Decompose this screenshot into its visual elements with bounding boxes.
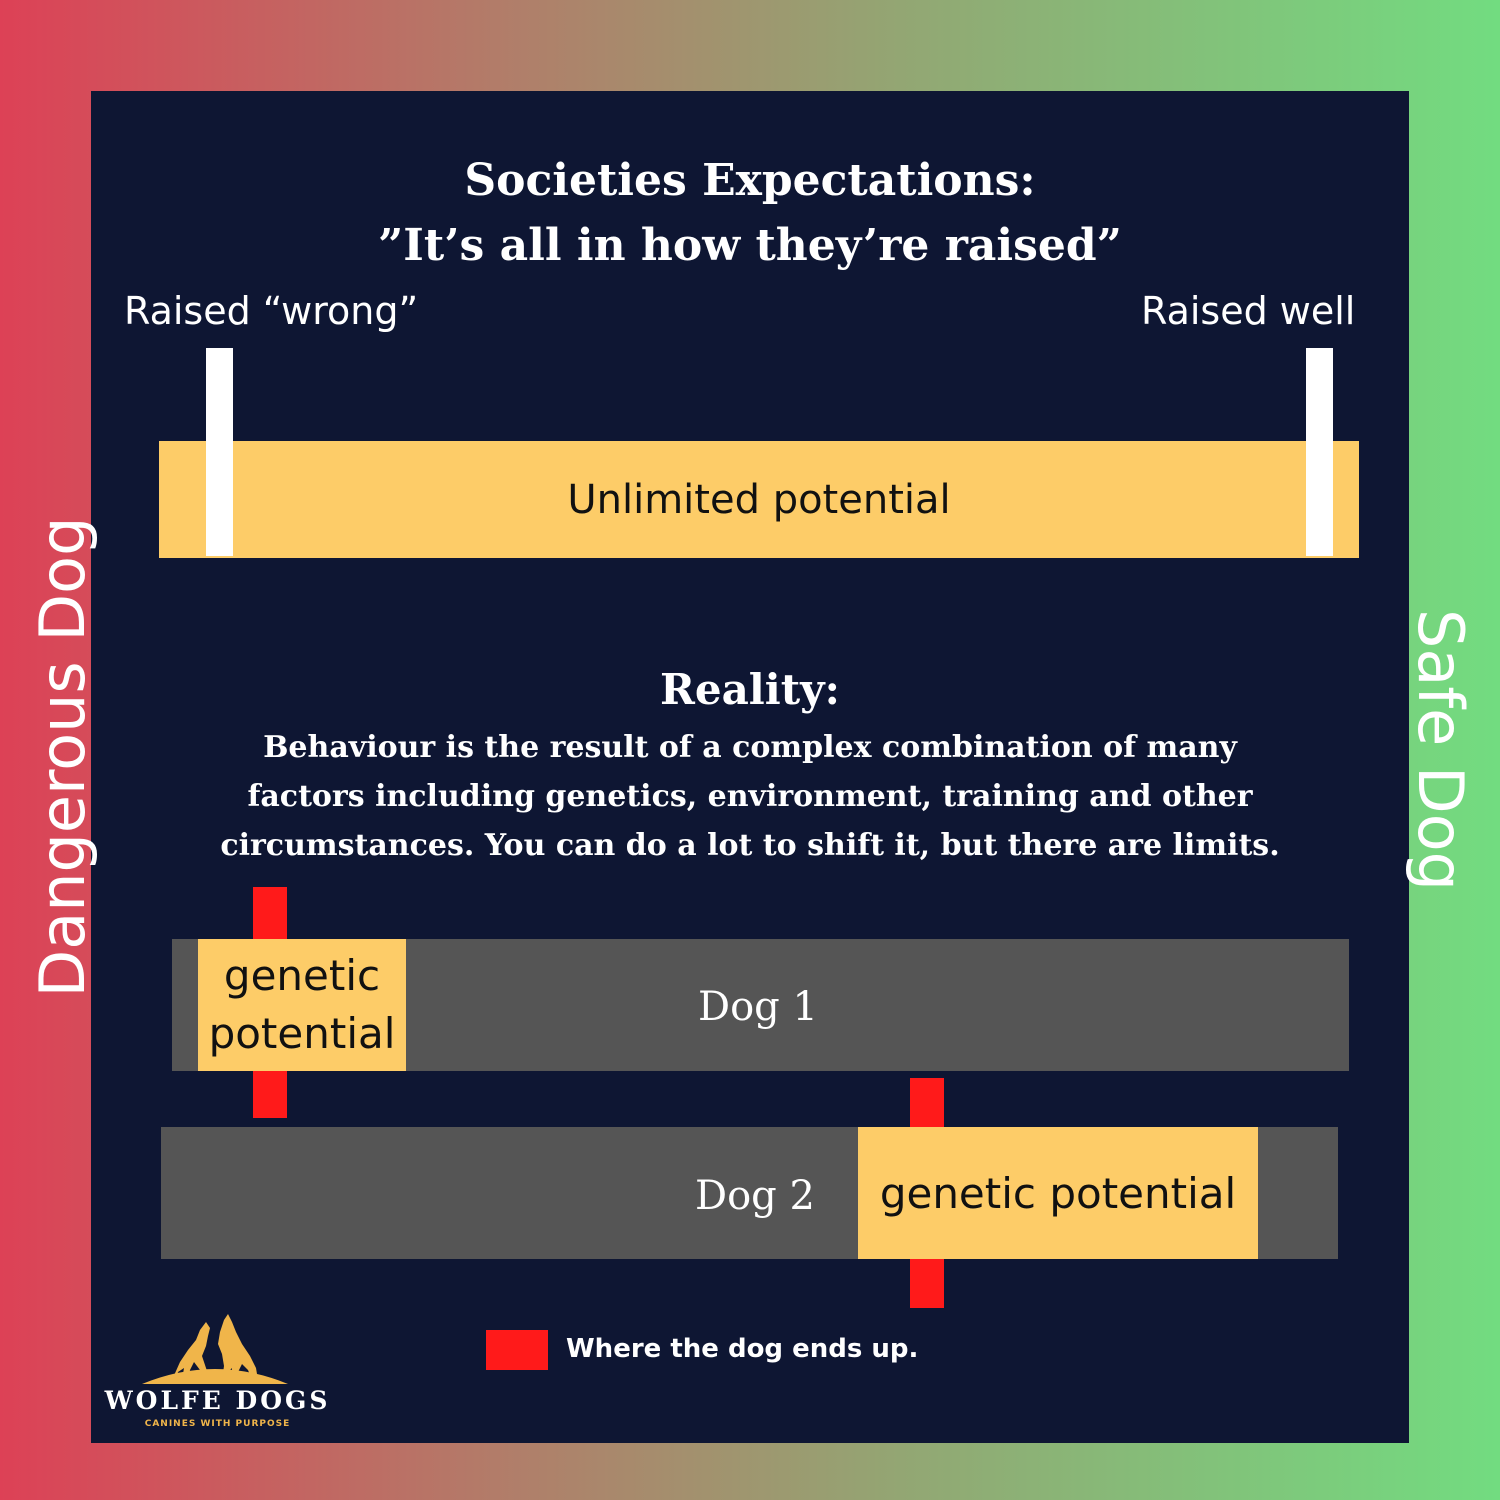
legend-swatch <box>486 1330 548 1370</box>
dog1-label: Dog 1 <box>698 984 818 1030</box>
dangerous-dog-label: Dangerous Dog <box>26 516 99 998</box>
dog2-label: Dog 2 <box>695 1173 815 1219</box>
raised-wrong-marker <box>206 348 233 556</box>
expectations-quote: ”It’s all in how they’re raised” <box>378 220 1122 271</box>
raised-wrong-label: Raised “wrong” <box>124 289 419 333</box>
reality-title: Reality: <box>659 665 841 714</box>
logo-wordmark: WOLFE DOGS <box>104 1386 331 1415</box>
raised-well-label: Raised well <box>1141 289 1356 333</box>
reality-description: Behaviour is the result of a complex com… <box>220 730 1280 863</box>
wolf-logo-icon <box>142 1314 288 1384</box>
expectations-title: Societies Expectations: <box>464 155 1036 206</box>
dog1-genetic-potential: genetic potential <box>198 939 406 1071</box>
unlimited-potential-label: Unlimited potential <box>567 476 951 523</box>
dog2-genetic-potential: genetic potential <box>858 1127 1258 1259</box>
raised-well-marker <box>1306 348 1333 556</box>
legend-label: Where the dog ends up. <box>566 1334 919 1364</box>
unlimited-potential-bar <box>159 441 1359 558</box>
safe-dog-label: Safe Dog <box>1404 608 1477 892</box>
logo-tagline: CANINES WITH PURPOSE <box>144 1419 291 1429</box>
